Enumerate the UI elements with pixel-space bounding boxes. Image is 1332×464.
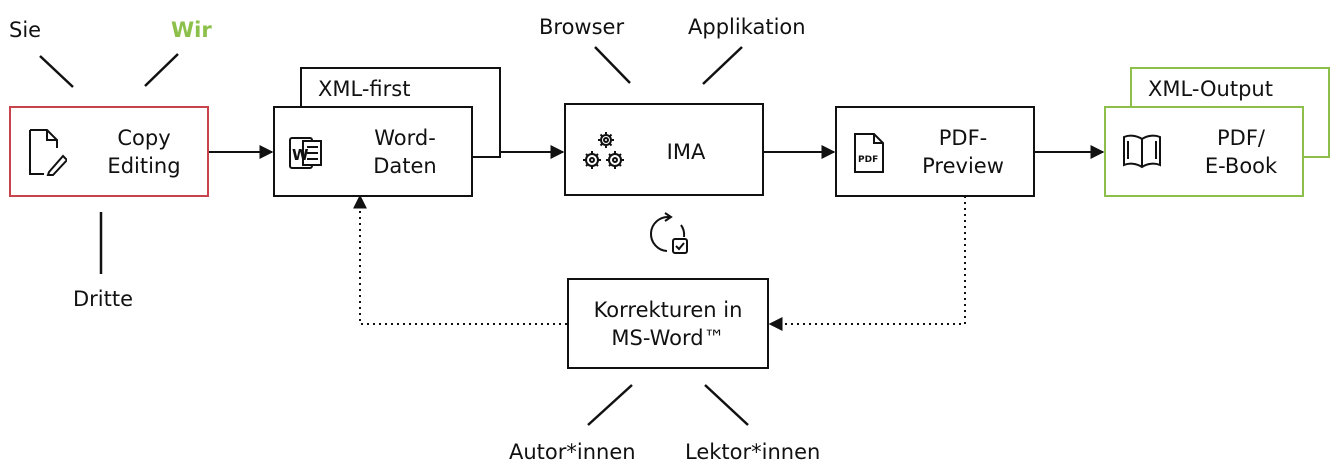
label-sie: Sie (9, 18, 42, 42)
pdf-ebook-node: PDF/ E-Book (1104, 106, 1304, 197)
word-daten-node: W Word- Daten (273, 106, 473, 197)
word-daten-label: Word- Daten (373, 126, 437, 179)
open-book-icon (1122, 133, 1162, 173)
browser-connector (594, 46, 631, 84)
word-icon-letter: W (292, 146, 309, 164)
korrekturen-node: Korrekturen in MS-Word™ (567, 278, 769, 369)
wir-connector (144, 53, 179, 87)
xml-first-label: XML-first (318, 77, 411, 101)
label-lektor: Lektor*innen (685, 440, 821, 464)
pdf-preview-node: PDF PDF- Preview (835, 106, 1035, 197)
copy-editing-node: Copy Editing (9, 106, 209, 197)
xml-output-label: XML-Output (1148, 77, 1273, 101)
label-browser: Browser (539, 15, 625, 39)
label-applikation: Applikation (688, 15, 806, 39)
applikation-connector (702, 46, 743, 85)
label-dritte: Dritte (73, 287, 134, 311)
ima-node: IMA (564, 103, 764, 196)
label-autor: Autor*innen (509, 440, 636, 464)
dotted-pdf-to-korrekturen (768, 196, 966, 331)
ima-label: IMA (666, 140, 706, 164)
sie-connector (39, 55, 74, 88)
autor-connector (587, 384, 633, 426)
refresh-check-icon (643, 211, 691, 263)
pdf-preview-label: PDF- Preview (922, 126, 1004, 179)
copy-editing-label: Copy Editing (107, 126, 181, 179)
pdf-ebook-label: PDF/ E-Book (1204, 126, 1278, 179)
word-document-icon: W (289, 137, 323, 173)
document-edit-icon (27, 128, 69, 180)
lektor-connector (704, 384, 749, 426)
korrekturen-label: Korrekturen in MS-Word™ (593, 298, 743, 351)
pdf-file-icon: PDF (853, 132, 885, 178)
dotted-korrekturen-to-word (353, 194, 567, 325)
gears-icon (582, 129, 626, 177)
pdf-icon-text: PDF (858, 155, 878, 165)
label-wir: Wir (171, 18, 212, 42)
